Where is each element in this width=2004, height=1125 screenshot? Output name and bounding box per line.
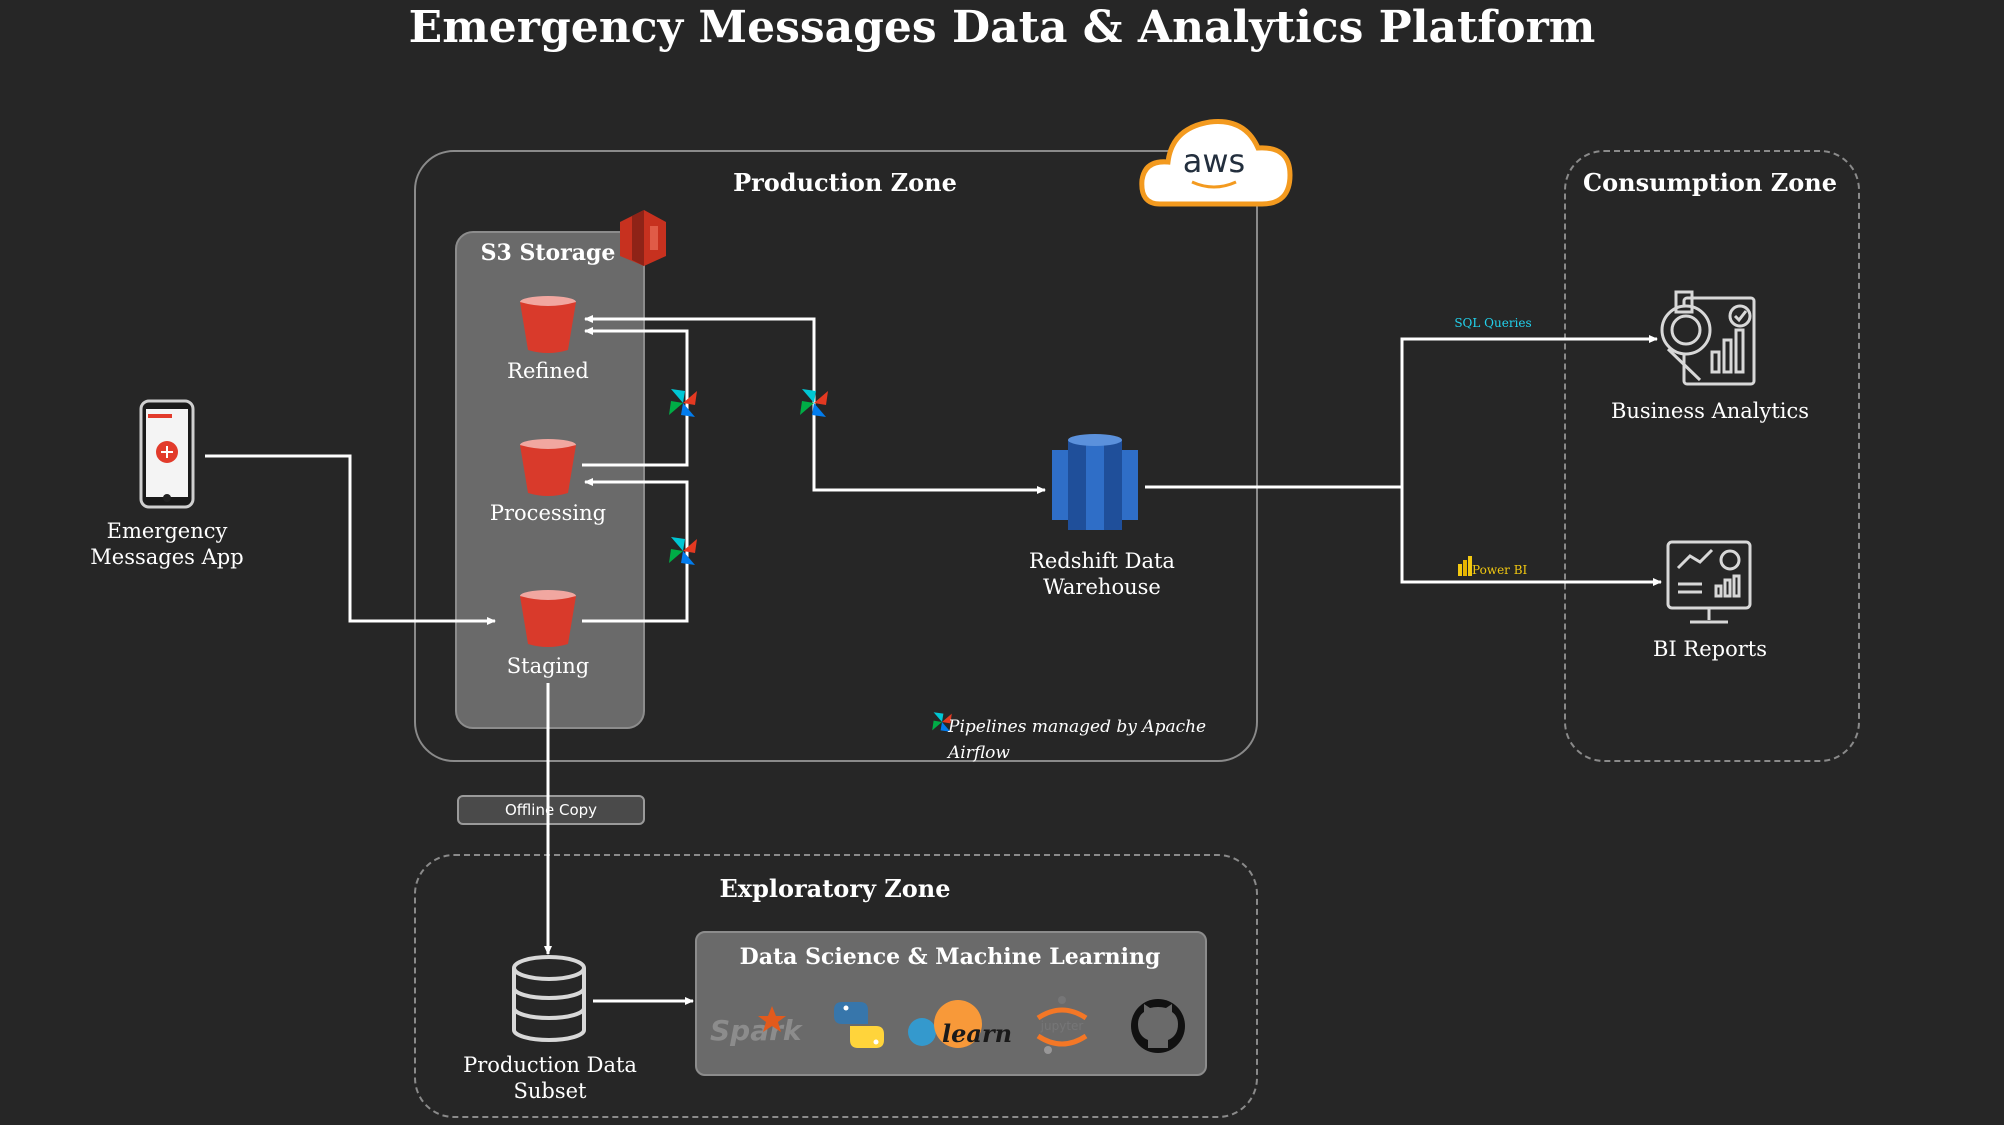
production-zone: [414, 150, 1258, 762]
consumption-zone-title: Consumption Zone: [1583, 168, 1837, 197]
aws-logo-text: aws: [1183, 142, 1245, 180]
offline-copy-badge: Offline Copy: [457, 795, 645, 825]
s3-storage-title: S3 Storage: [480, 240, 616, 266]
airflow-icon: [932, 712, 952, 732]
redshift-label-line2: Warehouse: [1043, 575, 1161, 599]
bucket-label-refined: Refined: [507, 359, 589, 383]
data-science-title: Data Science & Machine Learning: [739, 944, 1161, 970]
bucket-icon-staging: [520, 590, 576, 647]
aws-cloud-icon: [1139, 119, 1293, 207]
airflow-note: Pipelines managed by Apache Airflow: [948, 717, 1207, 763]
bi-reports-label: BI Reports: [1653, 637, 1767, 661]
app-label-line1: Emergency: [106, 519, 228, 543]
jupyter-text: jupyter: [1040, 1019, 1084, 1033]
powerbi-icon: [1458, 556, 1472, 576]
processing-to-refined-arrow: [582, 327, 689, 467]
aws-smile-icon: [1191, 180, 1237, 189]
airflow-icon: [800, 389, 828, 417]
bucket-label-staging: Staging: [506, 654, 590, 678]
business-analytics-label: Business Analytics: [1610, 399, 1810, 423]
jupyter-icon: jupyter: [1036, 996, 1088, 1054]
sklearn-text: learn: [942, 1019, 1012, 1048]
production-zone-title: Production Zone: [733, 168, 957, 197]
sklearn-icon: learn: [908, 1000, 1012, 1048]
consumption-zone: [1564, 150, 1860, 762]
redshift-label-line1: Redshift Data: [1029, 549, 1175, 573]
airflow-icon: [669, 389, 697, 417]
powerbi-label: Power BI: [1472, 563, 1528, 577]
exploratory-zone: [414, 854, 1258, 1118]
redshift-label: Redshift Data Warehouse: [1002, 548, 1202, 600]
phone-icon: [139, 399, 195, 509]
page-title: Emergency Messages Data & Analytics Plat…: [408, 2, 1596, 53]
airflow-icon: [669, 537, 697, 565]
refined-to-redshift-arrow: [812, 319, 1046, 494]
app-label: Emergency Messages App: [70, 518, 264, 570]
redshift-to-refined-arrow: [584, 315, 816, 323]
subset-label: Production Data Subset: [450, 1052, 650, 1104]
app-label-line2: Messages App: [90, 545, 244, 569]
subset-label-line2: Subset: [513, 1079, 587, 1103]
spark-icon: Spark: [710, 1006, 804, 1047]
bucket-icon-processing: [520, 439, 576, 496]
github-icon: [1131, 999, 1185, 1053]
analytics-icon: [1660, 290, 1756, 386]
connector-lines: [205, 315, 1662, 1005]
sql-queries-label: SQL Queries: [1454, 316, 1532, 330]
sql-queries-arrow: [1400, 335, 1658, 487]
spark-text: Spark: [710, 1014, 804, 1047]
bucket-label-processing: Processing: [489, 501, 607, 525]
redshift-icon: [1052, 434, 1138, 530]
app-to-staging-arrow: [205, 454, 496, 625]
monitor-icon: [1666, 540, 1752, 624]
s3-logo-icon: [620, 210, 666, 266]
powerbi-arrow: [1400, 487, 1662, 586]
database-icon: [512, 955, 586, 1042]
bucket-icon-refined: [520, 296, 576, 353]
exploratory-zone-title: Exploratory Zone: [719, 874, 951, 903]
python-icon: [834, 1002, 884, 1048]
subset-label-line1: Production Data: [463, 1053, 637, 1077]
